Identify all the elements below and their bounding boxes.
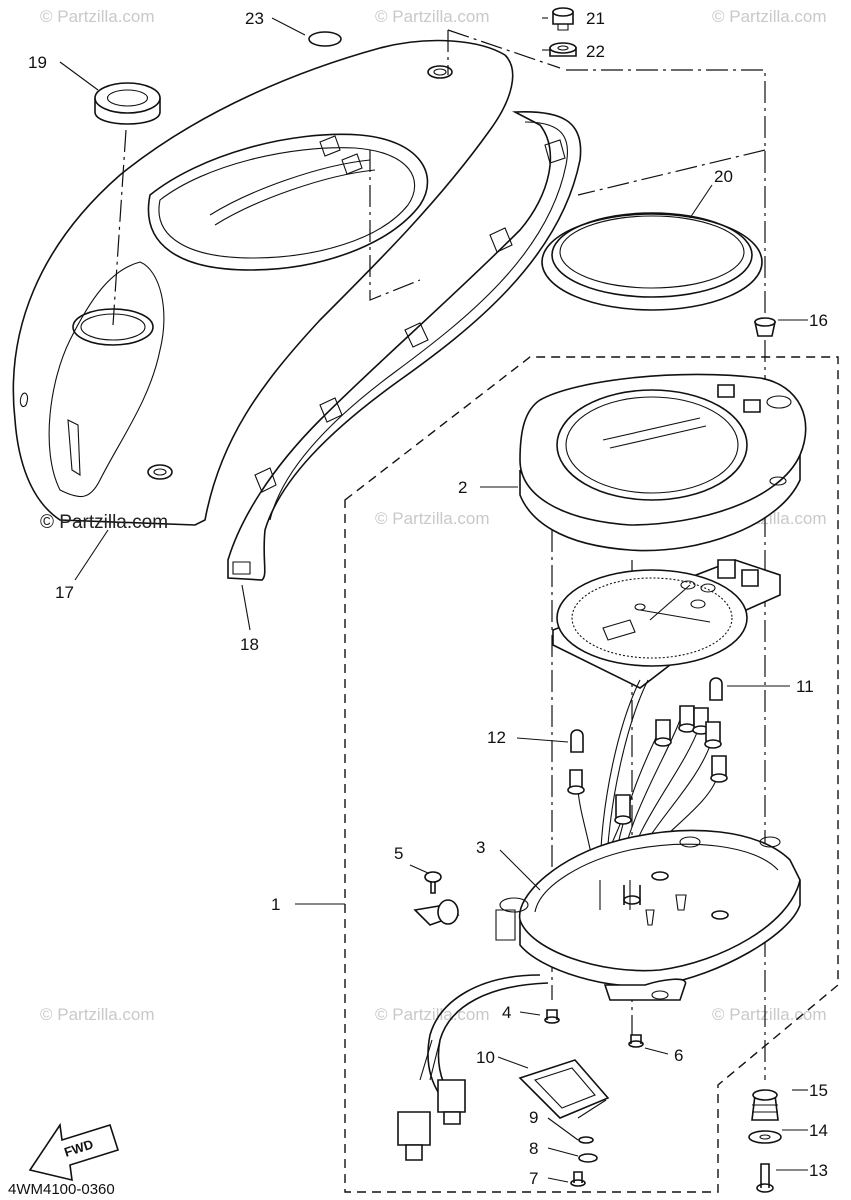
callout-11: 11	[796, 677, 814, 696]
seal-ring-20	[541, 212, 763, 311]
connector-b	[437, 1079, 466, 1125]
bulb-socket	[567, 769, 585, 795]
washer-8	[578, 1153, 598, 1163]
meter-lower-case	[495, 829, 801, 1001]
callout-7: 7	[529, 1169, 538, 1188]
callout-9: 9	[529, 1108, 538, 1127]
bulb-11	[709, 677, 723, 701]
bulb-socket	[678, 705, 696, 733]
callout-15: 15	[809, 1081, 828, 1100]
drawing-code: 4WM4100-0360	[8, 1181, 115, 1198]
watermark: © Partzilla.com	[712, 7, 827, 26]
wire-clamp	[413, 899, 460, 926]
grommet-16	[754, 317, 776, 337]
washer-9	[578, 1136, 594, 1144]
dial-plate	[552, 559, 781, 689]
watermark: © Partzilla.com	[375, 7, 490, 26]
watermark: © Partzilla.com	[40, 1005, 155, 1024]
bezel-strip	[227, 110, 582, 581]
watermark-prominent: © Partzilla.com	[40, 512, 168, 533]
bulb-12	[570, 729, 584, 753]
callout-12: 12	[487, 728, 506, 747]
callout-1: 1	[271, 895, 280, 914]
grommet-19	[94, 82, 161, 125]
screw-6	[628, 1034, 644, 1048]
callout-10: 10	[476, 1048, 495, 1067]
callout-6: 6	[674, 1046, 683, 1065]
callout-5: 5	[394, 844, 403, 863]
callout-13: 13	[809, 1161, 828, 1180]
bulb-socket	[654, 719, 672, 747]
nut-22	[549, 42, 577, 57]
leader-lines	[59, 17, 808, 1183]
callouts: 23 21 22 19 20 16 2 11 12 3 5 1 4 6 10 9…	[28, 9, 828, 1188]
callout-18: 18	[240, 635, 259, 654]
screw-7	[570, 1171, 586, 1187]
callout-20: 20	[714, 167, 733, 186]
callout-4: 4	[502, 1003, 511, 1022]
screw-21	[552, 7, 574, 31]
pad-23	[308, 31, 342, 47]
screw-4	[544, 1009, 560, 1024]
callout-8: 8	[529, 1139, 538, 1158]
fwd-arrow-icon: FWD	[28, 1122, 120, 1182]
callout-3: 3	[476, 838, 485, 857]
external-harness	[397, 974, 549, 1161]
watermark-layer: © Partzilla.com © Partzilla.com © Partzi…	[40, 7, 827, 1024]
washer-14	[748, 1130, 782, 1144]
meter-upper-case	[519, 373, 807, 552]
connector-a	[397, 1111, 431, 1161]
bulb-socket	[614, 794, 632, 825]
watermark: © Partzilla.com	[375, 509, 490, 528]
callout-19: 19	[28, 53, 47, 72]
callout-14: 14	[809, 1121, 828, 1140]
grommet-15	[751, 1089, 779, 1121]
assembly-boundary	[344, 356, 839, 1193]
watermark: © Partzilla.com	[712, 1005, 827, 1024]
bulb-socket	[710, 755, 728, 783]
callout-21: 21	[586, 9, 605, 28]
callout-22: 22	[586, 42, 605, 61]
bulb-socket	[704, 721, 722, 749]
callout-16: 16	[809, 311, 828, 330]
screw-5	[424, 871, 442, 894]
gasket-10	[518, 1059, 610, 1119]
panel-cover	[12, 39, 514, 526]
watermark: © Partzilla.com	[40, 7, 155, 26]
callout-17: 17	[55, 583, 74, 602]
callout-23: 23	[245, 9, 264, 28]
watermark: © Partzilla.com	[375, 1005, 490, 1024]
screw-13	[756, 1163, 774, 1193]
callout-2: 2	[458, 478, 467, 497]
bulb-sockets	[567, 677, 728, 825]
